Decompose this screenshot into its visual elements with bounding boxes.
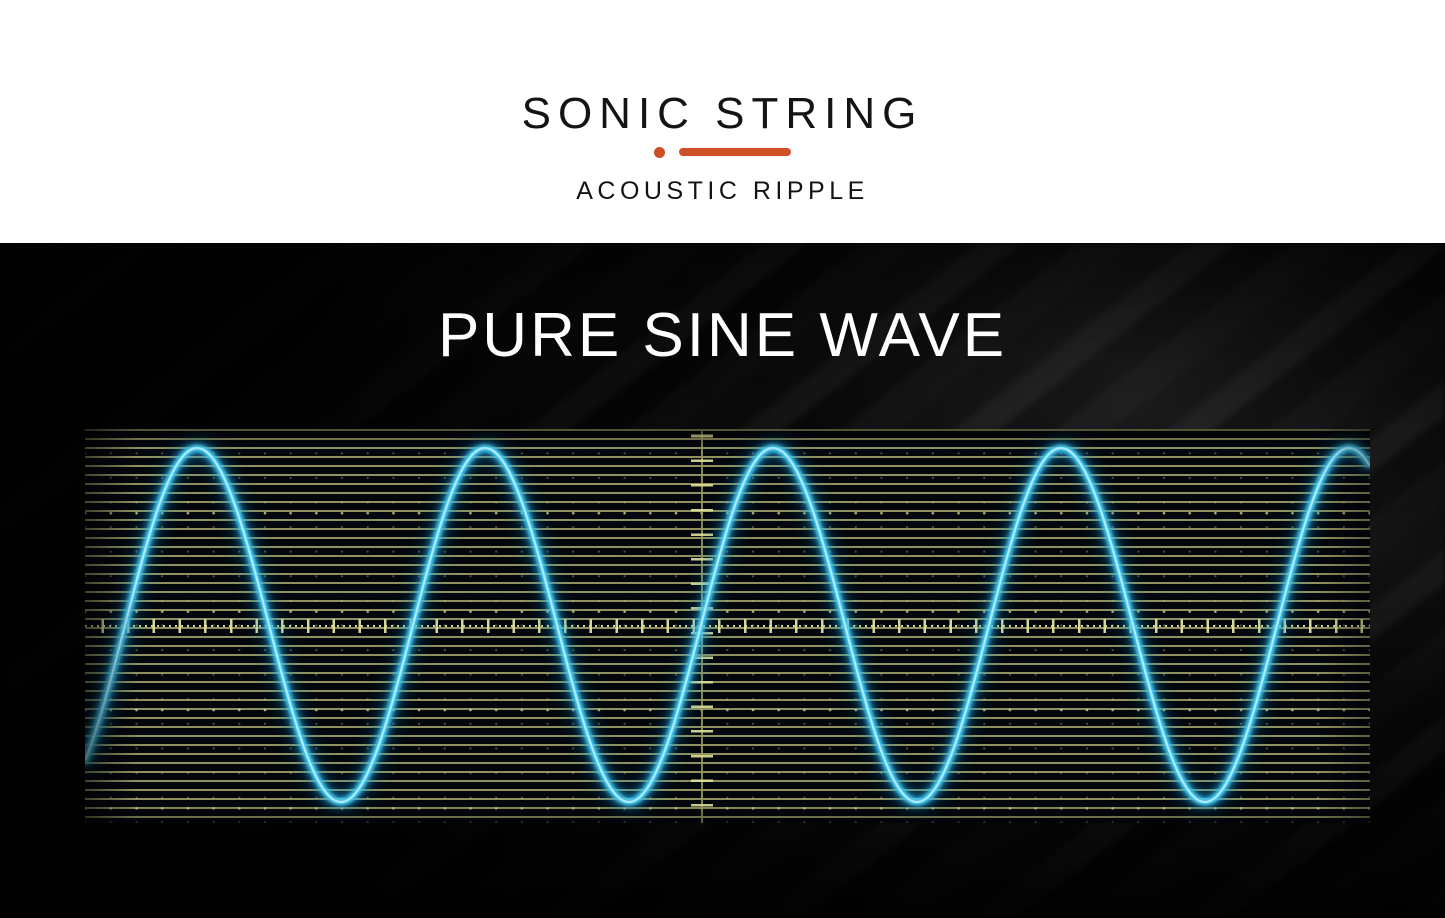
hero-section: PURE SINE WAVE — [0, 243, 1445, 918]
horizontal-rule-icon — [679, 148, 791, 156]
hero-heading: PURE SINE WAVE — [437, 301, 1008, 370]
brand-divider — [0, 143, 1445, 161]
brand-subtitle: ACOUSTIC RIPPLE — [576, 177, 869, 205]
sine-wave-trace — [85, 440, 1370, 810]
brand-header: SONIC STRING ACOUSTIC RIPPLE — [0, 0, 1445, 243]
oscilloscope-screen — [85, 429, 1370, 823]
circle-dot-icon — [654, 146, 665, 158]
brand-title: SONIC STRING — [521, 89, 924, 138]
